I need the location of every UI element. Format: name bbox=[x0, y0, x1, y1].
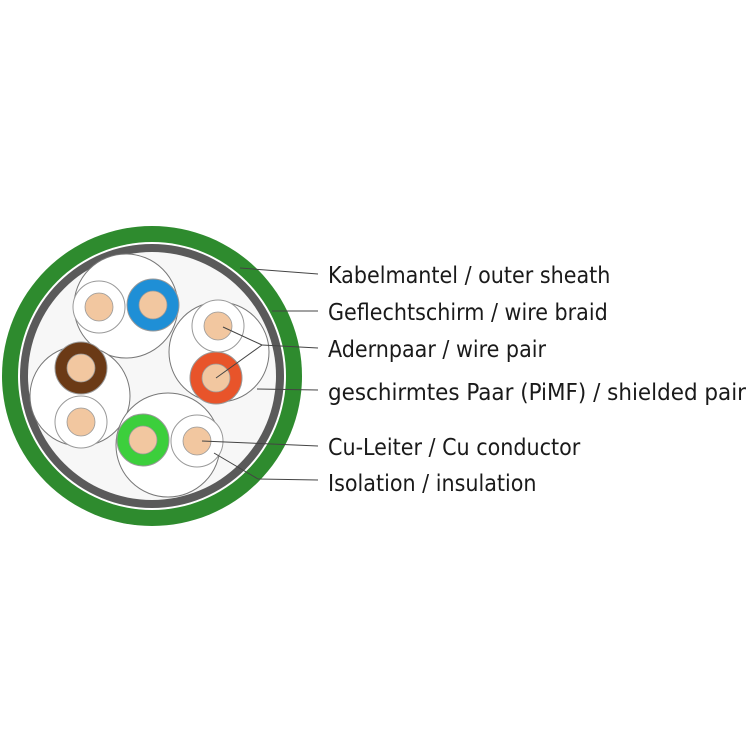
label-outer-sheath: Kabelmantel / outer sheath bbox=[328, 263, 610, 289]
conductor bbox=[84, 292, 114, 322]
conductor bbox=[138, 290, 168, 320]
leader-line-insulation bbox=[213, 452, 259, 480]
leader-line-pair-b bbox=[215, 344, 263, 379]
label-shielded-pair: geschirmtes Paar (PiMF) / shielded pair bbox=[328, 380, 747, 406]
conductor bbox=[66, 407, 96, 437]
leader-line-pair-c bbox=[261, 344, 319, 349]
leader-lines bbox=[201, 267, 319, 481]
conductor bbox=[203, 311, 233, 341]
leader-line-sheath bbox=[239, 267, 319, 275]
label-insulation: Isolation / insulation bbox=[328, 471, 537, 497]
label-cu-conductor: Cu-Leiter / Cu conductor bbox=[328, 435, 581, 461]
leader-line-pimf bbox=[256, 388, 319, 391]
conductor bbox=[66, 353, 96, 383]
label-wire-braid: Geflechtschirm / wire braid bbox=[328, 300, 608, 326]
label-wire-pair: Adernpaar / wire pair bbox=[328, 337, 546, 363]
leader-line-conductor bbox=[201, 440, 319, 447]
conductor bbox=[128, 425, 158, 455]
leader-line-pair bbox=[222, 326, 263, 346]
leader-line-insulation-b bbox=[257, 478, 319, 481]
